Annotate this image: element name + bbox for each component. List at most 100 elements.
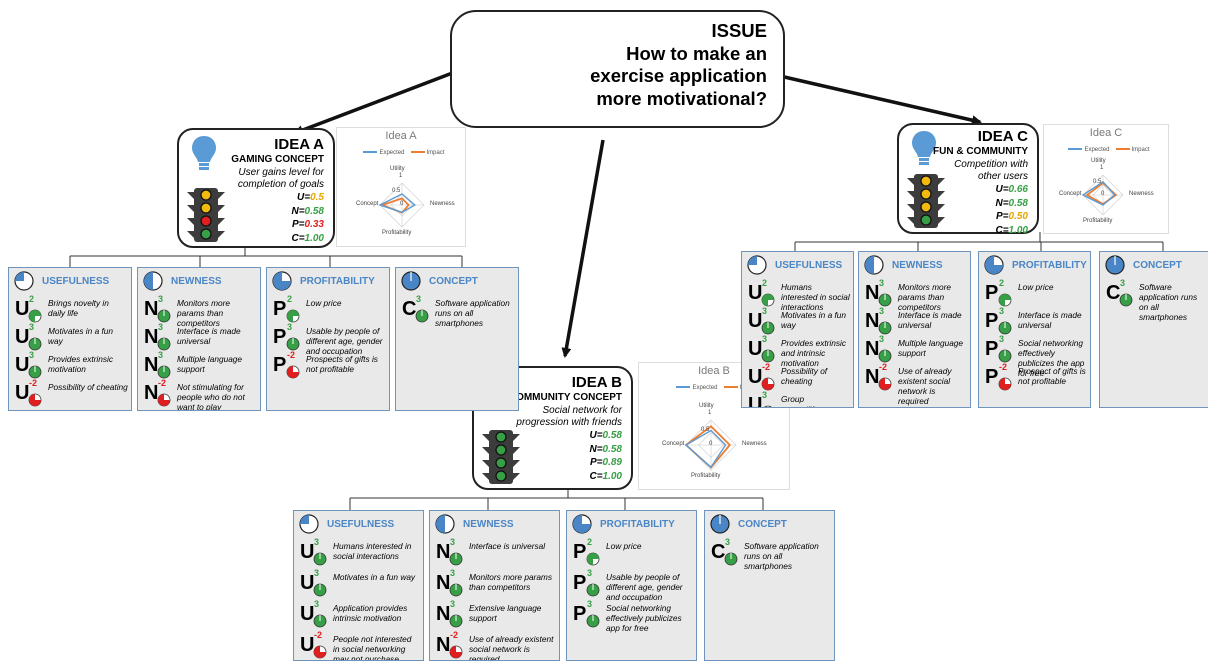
criterion-letter: C [711, 541, 726, 563]
full-pie-icon [1105, 255, 1125, 275]
criterion-icon [299, 514, 319, 539]
score-row: C=1.00 [933, 224, 1028, 238]
criterion-score-icon [878, 377, 892, 396]
three-quarter-pie-icon [272, 271, 292, 291]
criterion-score-icon [449, 583, 463, 602]
arrow-to-idea-c [779, 74, 982, 126]
criterion-icon [272, 271, 292, 296]
score-key: U= [995, 184, 1009, 195]
criterion-score: 3 [879, 278, 885, 288]
score-row: N=0.58 [933, 197, 1028, 211]
tick-label: 0.5 [392, 188, 401, 194]
criterion-text: Humans interested in social interactions [333, 541, 412, 561]
positive-score-icon [998, 349, 1012, 363]
criterion-text: Low price [606, 541, 642, 551]
tick-label: 0 [400, 201, 404, 207]
criterion-score-icon [761, 377, 775, 396]
criterion-header: USEFULNESS [9, 271, 131, 291]
criterion-score-icon [157, 365, 171, 384]
issue-label: ISSUE [711, 20, 767, 41]
half-pie-icon [143, 271, 163, 291]
axis-label: Newness [742, 441, 767, 447]
criterion-score: 2 [762, 278, 768, 288]
positive-score-icon [313, 552, 327, 566]
criterion-header: NEWNESS [859, 255, 970, 275]
criterion-score-icon [286, 337, 300, 356]
half-pie-icon [864, 255, 884, 275]
positive-score-icon [1119, 293, 1133, 307]
idea-description: Social network for [542, 405, 622, 416]
score-key: P= [996, 211, 1009, 222]
criterion-letter: U [748, 282, 763, 304]
negative-score-icon [998, 377, 1012, 391]
criterion-letter: N [436, 572, 451, 594]
criterion-score-icon [449, 614, 463, 633]
criterion-title: USEFULNESS [327, 519, 395, 530]
idea-description: Competition with [954, 159, 1028, 170]
criterion-icon [984, 255, 1004, 280]
criterion-text: Monitors more params than competitors [469, 572, 552, 592]
positive-score-icon [313, 614, 327, 628]
negative-score-icon [286, 365, 300, 379]
criterion-header: PROFITABILITY [567, 514, 696, 534]
criterion-score-icon [157, 393, 171, 410]
axis-label: Utility [699, 403, 714, 409]
criterion-letter: U [300, 572, 315, 594]
traffic-light-icon [187, 188, 225, 242]
criterion-score: -2 [158, 378, 167, 388]
criterion-title: USEFULNESS [42, 276, 110, 287]
criterion-icon [864, 255, 884, 280]
criterion-score: 2 [29, 294, 35, 304]
criterion-icon [572, 514, 592, 539]
criterion-score: 2 [999, 278, 1005, 288]
criterion-score-icon [28, 365, 42, 384]
positive-score-icon [157, 337, 171, 351]
chart-title: Idea C [1089, 127, 1123, 139]
issue-line-3: more motivational? [596, 87, 767, 109]
criterion-letter: U [15, 354, 30, 376]
criterion-letter: N [865, 310, 880, 332]
criterion-letter: N [436, 603, 451, 625]
legend-swatch [1115, 148, 1130, 151]
legend-label: Expected [1084, 147, 1110, 153]
chart-title: Idea B [698, 365, 730, 377]
series-expected [684, 429, 727, 469]
score-row: U=0.5 [231, 191, 324, 205]
quarter-pie-icon [299, 514, 319, 534]
criterion-header: NEWNESS [138, 271, 260, 291]
negative-score-icon [28, 393, 42, 407]
tick-label: 0 [709, 441, 713, 447]
tick-label: 0.5 [1093, 179, 1102, 185]
criterion-letter: U [300, 603, 315, 625]
positive-score-icon [28, 337, 42, 351]
issue-box: ISSUE How to make an exercise applicatio… [450, 10, 785, 128]
score-value: 0.58 [602, 430, 622, 441]
score-value: 0.58 [304, 205, 324, 217]
criterion-score-icon [724, 552, 738, 571]
axis-label: Profitability [1083, 218, 1113, 224]
criterion-text: Monitors more params than competitors [177, 298, 231, 328]
legend-swatch [410, 151, 425, 154]
criterion-letter: U [15, 298, 30, 320]
quarter-pie-icon [747, 255, 767, 275]
criterion-icon [710, 514, 730, 539]
score-value: 0.50 [1008, 211, 1028, 222]
criterion-letter: N [865, 338, 880, 360]
axis-label: Profitability [691, 473, 721, 479]
chart-title: Idea A [385, 130, 417, 142]
criterion-letter: P [985, 282, 999, 304]
criterion-letter: P [273, 298, 287, 320]
criterion-score: 3 [158, 322, 164, 332]
criterion-text: Motivates in a fun way [48, 326, 114, 346]
series-expected [378, 193, 417, 214]
criterion-title: CONCEPT [1133, 260, 1182, 271]
criterion-icon [143, 271, 163, 296]
criterion-score: -2 [879, 362, 888, 372]
criterion-score-icon [998, 293, 1012, 312]
idea-description: progression with friends [516, 417, 622, 428]
idea-title: IDEA C [977, 128, 1028, 145]
